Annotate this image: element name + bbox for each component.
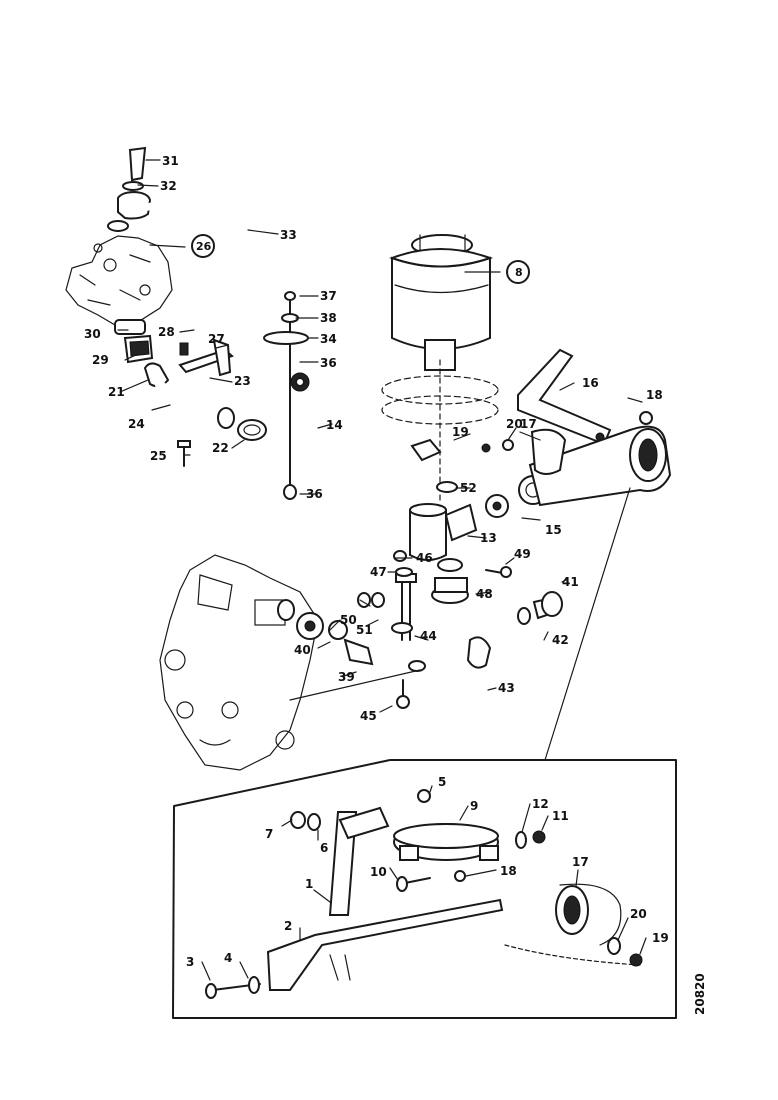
callout-52: 52 xyxy=(460,481,477,495)
callout-25: 25 xyxy=(150,449,167,463)
callout-48: 48 xyxy=(476,587,493,601)
bolt-25 xyxy=(177,440,191,467)
callout-37: 37 xyxy=(320,289,337,303)
callout-29: 29 xyxy=(92,353,109,367)
inset-callout-11: 11 xyxy=(552,809,569,823)
bolt-49 xyxy=(485,566,512,578)
document-number: 20820 xyxy=(693,973,707,1015)
detail-inset xyxy=(172,759,677,1019)
inset-callout-9: 9 xyxy=(470,799,478,813)
inset-callout-20: 20 xyxy=(630,907,647,921)
callout-42: 42 xyxy=(552,633,569,647)
inset-callout-7: 7 xyxy=(265,827,273,841)
fitting-40 xyxy=(277,599,374,666)
inset-callout-19: 19 xyxy=(652,931,669,945)
inset-callout-10: 10 xyxy=(370,865,387,879)
callout-38: 38 xyxy=(320,311,337,325)
callout-13: 13 xyxy=(480,531,497,545)
callout-51: 51 xyxy=(356,623,373,637)
banjo-bolt-41 xyxy=(517,591,563,625)
callout-43: 43 xyxy=(498,681,515,695)
callout-28: 28 xyxy=(158,325,175,339)
callout-15: 15 xyxy=(545,523,562,537)
fitting-19 xyxy=(410,438,458,493)
callout-27: 27 xyxy=(208,332,225,346)
mounting-bracket-23 xyxy=(178,338,234,377)
callout-26: 26 xyxy=(196,240,212,253)
callout-31: 31 xyxy=(162,154,179,168)
callout-49: 49 xyxy=(514,547,531,561)
inset-callout-18: 18 xyxy=(500,864,517,878)
inset-callout-5: 5 xyxy=(438,775,446,789)
reservoir-8 xyxy=(389,234,494,371)
callout-40: 40 xyxy=(294,643,311,657)
callout-16: 16 xyxy=(582,376,599,390)
bracket-16 xyxy=(517,348,612,446)
callout-47: 47 xyxy=(370,565,387,579)
callout-41: 41 xyxy=(562,575,579,589)
engine-block-lower xyxy=(159,554,319,771)
callout-30: 30 xyxy=(84,327,101,341)
inset-leader-line xyxy=(544,487,631,761)
pressure-tube-17 xyxy=(481,411,672,507)
callout-44: 44 xyxy=(420,629,437,643)
inset-callout-12: 12 xyxy=(532,797,549,811)
inset-callout-6: 6 xyxy=(320,841,328,855)
callout-19: 19 xyxy=(452,425,469,439)
callout-36: 36 xyxy=(320,356,337,370)
bolt-stack-34-38 xyxy=(263,291,310,500)
callout-33: 33 xyxy=(280,228,297,242)
suction-hose-24 xyxy=(143,362,267,441)
callout-39: 39 xyxy=(338,670,355,684)
callout-14: 14 xyxy=(326,418,343,432)
callout-17: 17 xyxy=(520,417,537,431)
callout-22: 22 xyxy=(212,441,229,455)
inset-callout-4: 4 xyxy=(224,951,232,965)
callout-34: 34 xyxy=(320,332,337,346)
callout-45: 45 xyxy=(360,709,377,723)
inset-callout-1: 1 xyxy=(305,877,313,891)
callout-18: 18 xyxy=(646,388,663,402)
callout-24: 24 xyxy=(128,417,145,431)
filler-cap-assembly xyxy=(107,146,152,232)
return-hose-33 xyxy=(141,191,376,632)
filter-13 xyxy=(409,503,478,561)
callout-23: 23 xyxy=(234,374,251,388)
callout-21: 21 xyxy=(108,385,125,399)
callout-46: 46 xyxy=(416,551,433,565)
callout-20: 20 xyxy=(506,417,523,431)
callout-50: 50 xyxy=(340,613,357,627)
callout-8: 8 xyxy=(515,266,523,279)
engine-block-upper xyxy=(65,235,173,326)
reservoir-mount-ring xyxy=(381,359,499,501)
callout-32: 32 xyxy=(160,179,177,193)
pressure-hose-14 xyxy=(272,427,553,475)
callout-labels: 31 32 26 33 8 37 38 34 36 27 28 30 29 23… xyxy=(84,154,707,1015)
callout-36b: 36 xyxy=(306,487,323,501)
inset-callout-2: 2 xyxy=(284,919,292,933)
bolt-45 xyxy=(289,660,426,709)
return-hose-43 xyxy=(431,558,492,764)
inset-callout-3: 3 xyxy=(186,955,194,969)
inset-callout-17: 17 xyxy=(572,855,589,869)
